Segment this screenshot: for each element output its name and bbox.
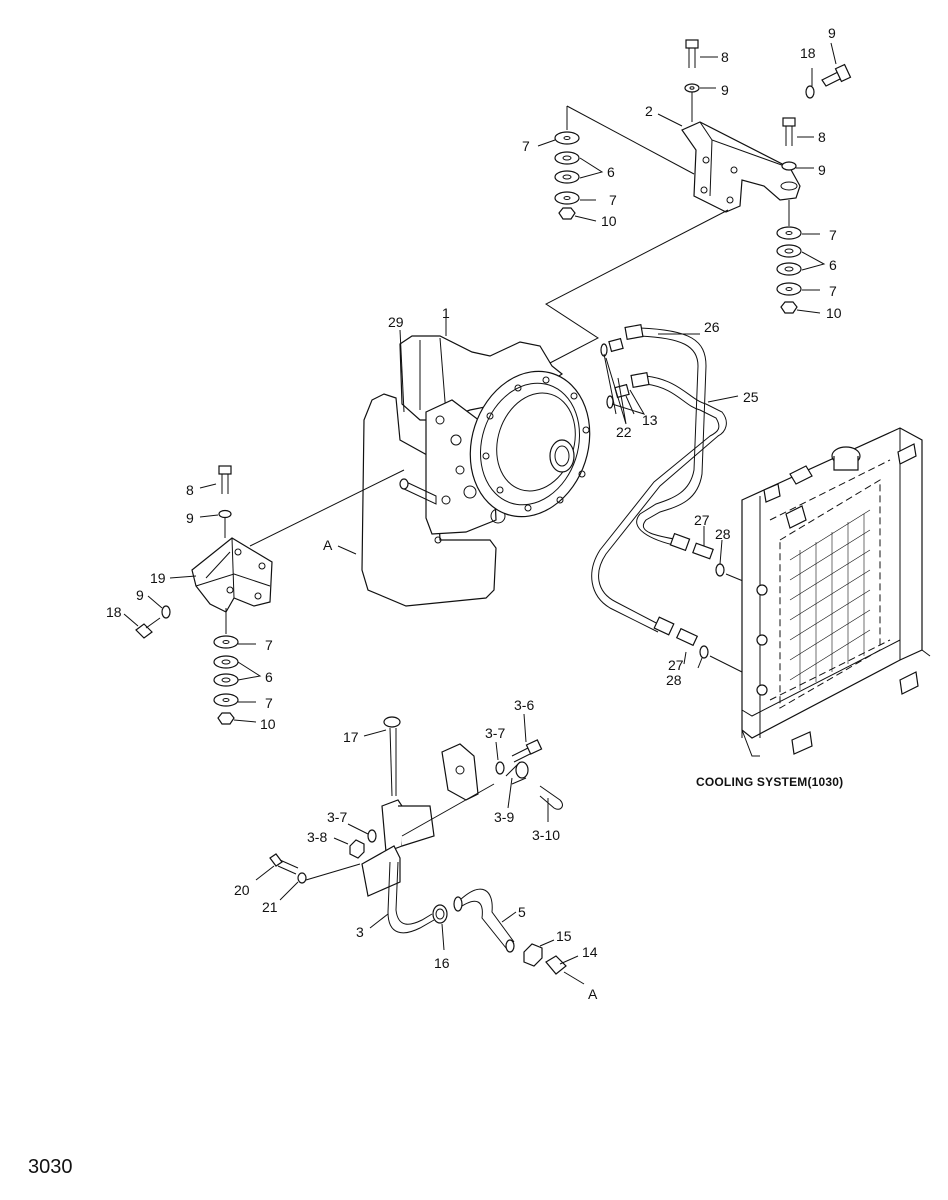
fitting-13-upper <box>600 337 624 357</box>
cooling-system-caption: COOLING SYSTEM(1030) <box>696 775 843 789</box>
washer-stack-upper-right <box>776 226 802 314</box>
callout-7-d: 7 <box>829 283 837 299</box>
callout-9-topright: 9 <box>828 25 836 41</box>
callout-29: 29 <box>388 314 404 330</box>
washer-21 <box>297 872 307 884</box>
callout-18-left: 18 <box>106 604 122 620</box>
callout-22: 22 <box>616 424 632 440</box>
callout-2: 2 <box>645 103 653 119</box>
callout-21: 21 <box>262 899 278 915</box>
callout-6-a: 6 <box>607 164 615 180</box>
callout-28-upper: 28 <box>715 526 731 542</box>
mount-bracket-upper <box>681 121 801 213</box>
callout-3-10: 3-10 <box>532 827 560 843</box>
bracket-3-plate <box>441 743 479 801</box>
clamp-16 <box>432 904 448 924</box>
callout-7-f: 7 <box>265 695 273 711</box>
nut-3-8 <box>349 839 365 859</box>
callout-7-c: 7 <box>829 227 837 243</box>
callout-19: 19 <box>150 570 166 586</box>
callout-3: 3 <box>356 924 364 940</box>
hose-25 <box>591 372 727 636</box>
fitting-14 <box>545 955 567 975</box>
washer-9-left-side <box>161 605 171 619</box>
washer-stack-upper-left <box>554 131 580 220</box>
callout-20: 20 <box>234 882 250 898</box>
callout-A-fitting: A <box>588 986 598 1002</box>
callout-3-8: 3-8 <box>307 829 327 845</box>
washer-18-top <box>805 85 815 99</box>
bolt-20 <box>269 853 299 875</box>
callout-9-left: 9 <box>186 510 194 526</box>
callout-3-7-left: 3-7 <box>327 809 347 825</box>
callout-7-b: 7 <box>609 192 617 208</box>
callout-3-6: 3-6 <box>514 697 534 713</box>
fitting-27-upper <box>692 542 714 560</box>
pin-3-10 <box>539 785 563 810</box>
callout-8-top: 8 <box>721 49 729 65</box>
callout-10-c: 10 <box>260 716 276 732</box>
washer-3-7-right <box>495 761 505 775</box>
callout-7-a: 7 <box>522 138 530 154</box>
bolt-8-left <box>218 465 232 494</box>
washer-3-7-left <box>367 829 377 843</box>
leader-lines <box>123 42 837 985</box>
page-number: 3030 <box>28 1156 73 1178</box>
callout-6-c: 6 <box>265 669 273 685</box>
washer-9-upper <box>684 83 700 93</box>
radiator-assembly <box>741 427 931 757</box>
dipstick-17 <box>383 716 401 797</box>
callout-16: 16 <box>434 955 450 971</box>
bolt-8-right <box>782 117 796 146</box>
callout-6-b: 6 <box>829 257 837 273</box>
nut-15 <box>523 943 543 967</box>
callout-26: 26 <box>704 319 720 335</box>
callout-10-a: 10 <box>601 213 617 229</box>
callout-5: 5 <box>518 904 526 920</box>
oring-28-lower <box>699 645 709 659</box>
callout-A-housing: A <box>323 537 333 553</box>
callout-8-right: 8 <box>818 129 826 145</box>
callout-7-e: 7 <box>265 637 273 653</box>
callout-9-top: 9 <box>721 82 729 98</box>
washer-stack-left <box>213 635 239 725</box>
bushing-3-9 <box>505 761 529 785</box>
callout-10-b: 10 <box>826 305 842 321</box>
hose-5 <box>453 888 515 953</box>
callout-8-left: 8 <box>186 482 194 498</box>
callout-25: 25 <box>743 389 759 405</box>
fitting-27-lower <box>675 627 699 647</box>
callout-15: 15 <box>556 928 572 944</box>
assembly-leader-left <box>249 469 405 547</box>
washer-9-left <box>218 509 232 519</box>
fitting-13-lower <box>606 383 630 409</box>
bolt-9-top <box>821 63 852 87</box>
callout-18-top: 18 <box>800 45 816 61</box>
assembly-leader-upper <box>566 105 695 175</box>
callout-13: 13 <box>642 412 658 428</box>
bolt-3-6 <box>511 739 543 763</box>
callout-27-upper: 27 <box>694 512 710 528</box>
bolt-8-upper <box>685 39 699 68</box>
callout-27-lower: 27 <box>668 657 684 673</box>
hose-26 <box>624 324 707 552</box>
callout-9-right: 9 <box>818 162 826 178</box>
callout-28-lower: 28 <box>666 672 682 688</box>
filler-pipe-3 <box>361 799 435 934</box>
callout-1: 1 <box>442 305 450 321</box>
callout-3-7-right: 3-7 <box>485 725 505 741</box>
callout-9-leftside: 9 <box>136 587 144 603</box>
mount-bracket-left <box>191 537 273 613</box>
callout-3-9: 3-9 <box>494 809 514 825</box>
washer-9-right <box>781 161 797 171</box>
callout-labels: 8 9 9 18 2 8 9 7 6 7 10 7 6 7 10 29 1 26… <box>106 25 842 1002</box>
oring-28-upper <box>715 563 725 577</box>
callout-14: 14 <box>582 944 598 960</box>
callout-17: 17 <box>343 729 359 745</box>
bolt-18-left <box>135 617 161 639</box>
transmission-assembly <box>361 335 591 607</box>
